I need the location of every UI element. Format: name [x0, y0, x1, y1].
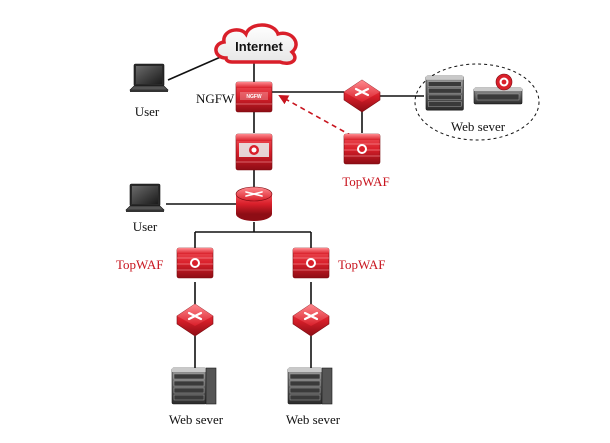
router-top-right-icon [342, 78, 382, 114]
user-top-label: User [135, 104, 160, 119]
ngfw-label: NGFW [196, 91, 235, 106]
ngfw-device-icon: NGFW [235, 81, 273, 113]
topwaf-left-icon [176, 247, 214, 279]
user-top-laptop-icon [129, 63, 169, 93]
topwaf-mid-icon [292, 247, 330, 279]
internet-cloud-icon: Internet [214, 23, 298, 65]
web-server-left-label: Web sever [169, 412, 224, 427]
web-server-cluster: Web sever [414, 63, 540, 141]
router-left-icon [175, 302, 215, 338]
user-mid-laptop-icon [125, 183, 165, 213]
internet-label: Internet [235, 39, 283, 54]
topwaf-left-label: TopWAF [116, 257, 163, 272]
router-right-icon [291, 302, 331, 338]
topwaf-middle-icon [235, 133, 273, 171]
waf-badge-icon [495, 73, 513, 91]
topwaf-right-icon [343, 133, 381, 165]
web-server-right-label: Web sever [286, 412, 341, 427]
user-mid-label: User [133, 219, 158, 234]
web-server-cluster-label: Web sever [451, 119, 506, 134]
topwaf-right-label: TopWAF [342, 174, 389, 189]
server-left-icon [171, 367, 217, 405]
ngfw-device-text: NGFW [246, 94, 262, 100]
server-right-icon [287, 367, 333, 405]
blade-server-icon [473, 87, 523, 105]
rack-server-icon [425, 75, 464, 111]
connection-lines [166, 51, 424, 368]
core-router-icon [235, 186, 273, 221]
topwaf-mid-label: TopWAF [338, 257, 385, 272]
dashed-redirect-arrow [278, 95, 353, 137]
